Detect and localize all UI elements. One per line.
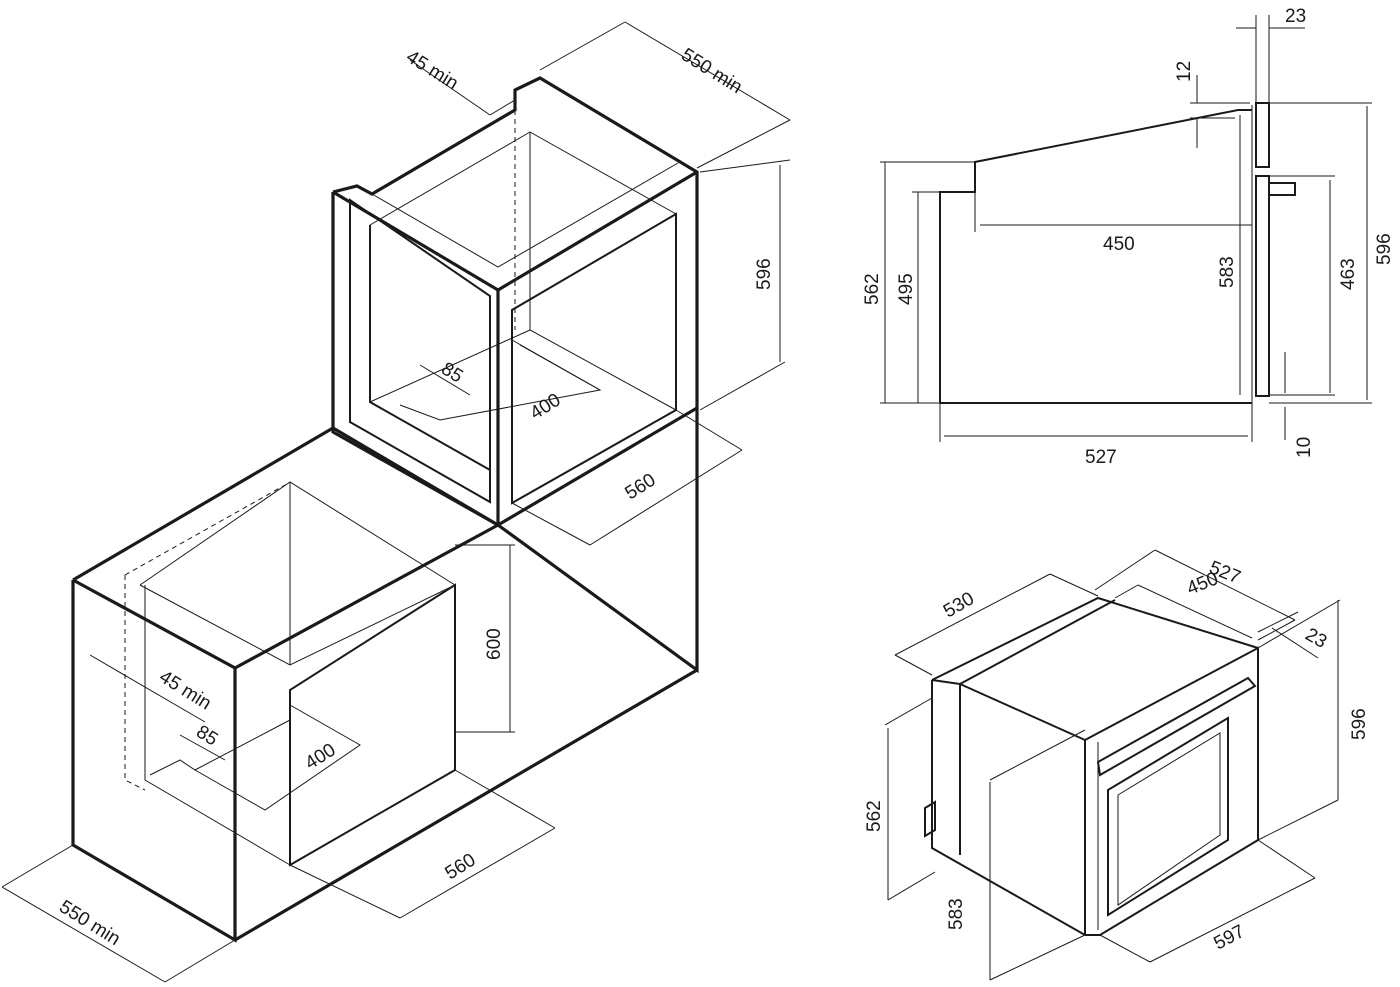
iso-height-body-label: 562 bbox=[864, 800, 885, 832]
side-dimensions: 23 12 562 495 450 583 463 596 bbox=[862, 6, 1395, 468]
side-top-depth-label: 450 bbox=[1103, 234, 1135, 255]
upper-cutout-width-label: 400 bbox=[527, 390, 565, 425]
iso-height-total-label: 596 bbox=[1349, 708, 1370, 740]
upper-depth-min-label: 550 min bbox=[677, 44, 745, 98]
iso-height-front-label: 583 bbox=[946, 898, 967, 930]
upper-rear-gap-label: 45 min bbox=[402, 46, 461, 94]
side-front-thickness-label: 23 bbox=[1285, 6, 1306, 27]
upper-cabinet bbox=[331, 76, 699, 674]
side-top-step-label: 12 bbox=[1174, 61, 1195, 82]
lower-width-label: 560 bbox=[442, 850, 480, 885]
lower-cutout-width-label: 400 bbox=[302, 740, 340, 775]
iso-width-label: 597 bbox=[1210, 921, 1248, 954]
lower-cutout-depth-label: 85 bbox=[192, 721, 221, 750]
side-front-height-label: 583 bbox=[1217, 256, 1238, 288]
side-door-height-label: 463 bbox=[1338, 258, 1359, 290]
side-total-height-back-label: 562 bbox=[862, 273, 883, 305]
side-depth-label: 527 bbox=[1085, 447, 1117, 468]
upper-width-label: 560 bbox=[622, 470, 660, 505]
upper-cutout-depth-label: 85 bbox=[437, 358, 466, 387]
side-view bbox=[939, 102, 1296, 404]
side-inner-height-label: 495 bbox=[896, 273, 917, 305]
iso-front-thickness-label: 23 bbox=[1302, 624, 1331, 653]
iso-depth-side-label: 530 bbox=[940, 588, 978, 622]
side-total-height-label: 596 bbox=[1374, 233, 1395, 265]
lower-dimensions: 600 45 min 85 400 560 550 min bbox=[1, 544, 556, 983]
side-bottom-gap-label: 10 bbox=[1294, 437, 1315, 458]
lower-cabinet bbox=[71, 406, 698, 943]
isometric-oven bbox=[924, 596, 1259, 936]
lower-rear-gap-label: 45 min bbox=[155, 666, 214, 714]
lower-depth-min-label: 550 min bbox=[55, 896, 123, 950]
upper-height-label: 596 bbox=[754, 258, 775, 290]
lower-height-label: 600 bbox=[484, 628, 505, 660]
